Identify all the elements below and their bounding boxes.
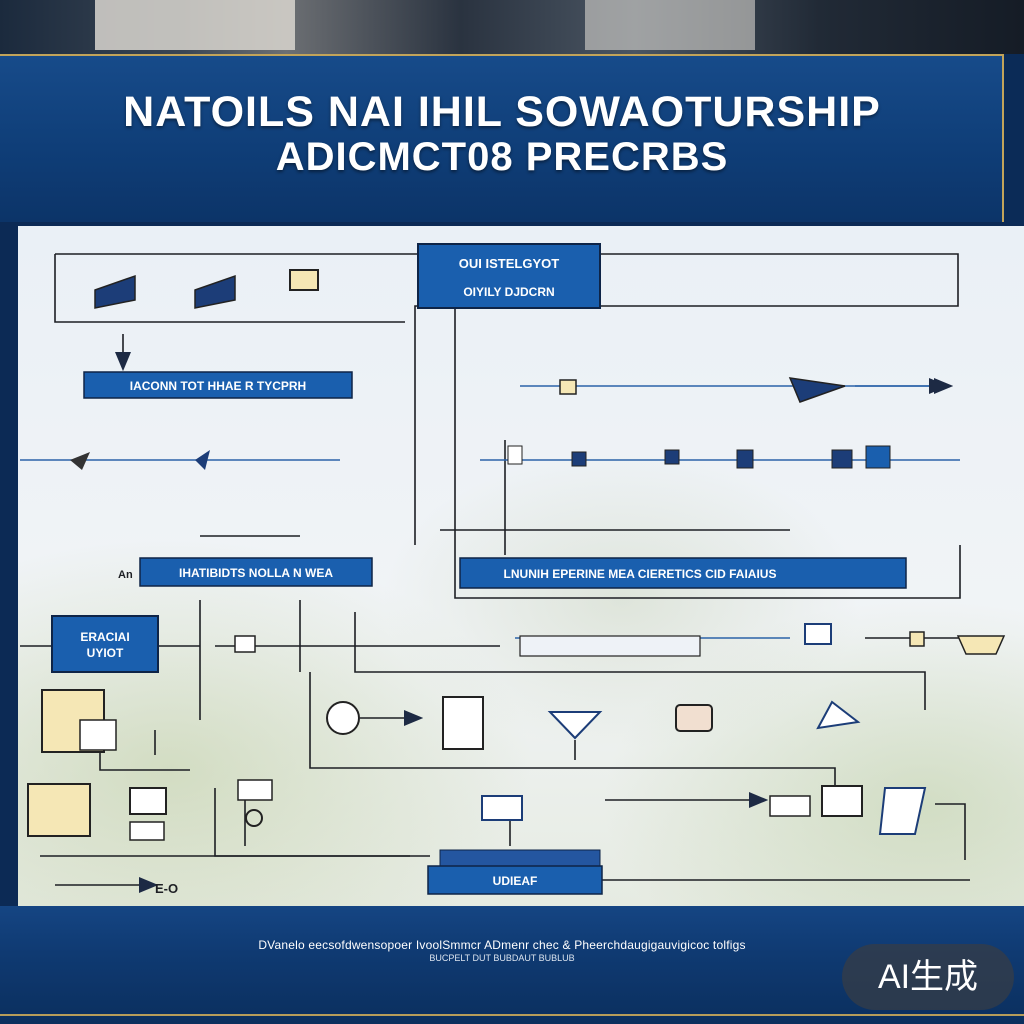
node-mid-left: An IHATIBIDTS NOLLA N WEA: [118, 557, 373, 587]
footer-line-1: DVanelo eecsofdwensopoer IvoolSmmcr ADme…: [258, 938, 746, 952]
footer-band: [0, 906, 1024, 1024]
flow-arrows: [515, 378, 954, 639]
node-bottom-center-label: UDIEAF: [493, 874, 538, 888]
node-mid-right: LNUNIH EPERINE MEA CIERETICS CID FAIAIUS: [459, 557, 907, 589]
node-left-upper-label: IACONN TOT HHAE R TYCPRH: [130, 379, 306, 393]
banner-edge: [1004, 54, 1024, 224]
node-bottom-left-tag: E-O: [155, 881, 178, 896]
flow-node-glyphs: [27, 269, 1006, 867]
node-left-box: ERACIAI UYIOT: [51, 615, 159, 673]
node-left-upper: IACONN TOT HHAE R TYCPRH: [83, 371, 353, 399]
node-left-box-line-1: ERACIAI: [80, 630, 129, 644]
node-top-center: OUI ISTELGYOT OIYILY DJDCRN: [417, 243, 601, 309]
photo-paper: [585, 0, 755, 50]
node-mid-right-label: LNUNIH EPERINE MEA CIERETICS CID FAIAIUS: [504, 567, 777, 581]
node-bottom-center: UDIEAF: [427, 865, 603, 895]
photo-paper: [95, 0, 295, 50]
ai-generated-badge: AI生成: [842, 944, 1014, 1010]
node-left-box-line-2: UYIOT: [87, 646, 124, 660]
title-line-2: ADICMCT08 PRECRBS: [275, 135, 729, 179]
node-mid-left-prefix: An: [118, 569, 133, 581]
title-line-1: NATOILS NAI IHIL SOWAOTURSHIP: [123, 88, 881, 136]
footer-line-2: BUCPELT DUT BUBDAUT BUBLUB: [429, 953, 575, 963]
node-mid-left-label: IHATIBIDTS NOLLA N WEA: [179, 566, 333, 580]
node-top-center-line-1: OUI ISTELGYOT: [459, 256, 559, 271]
node-top-center-line-2: OIYILY DJDCRN: [463, 285, 554, 299]
background-photo-strip: [0, 0, 1024, 56]
title-banner: [0, 54, 1004, 222]
